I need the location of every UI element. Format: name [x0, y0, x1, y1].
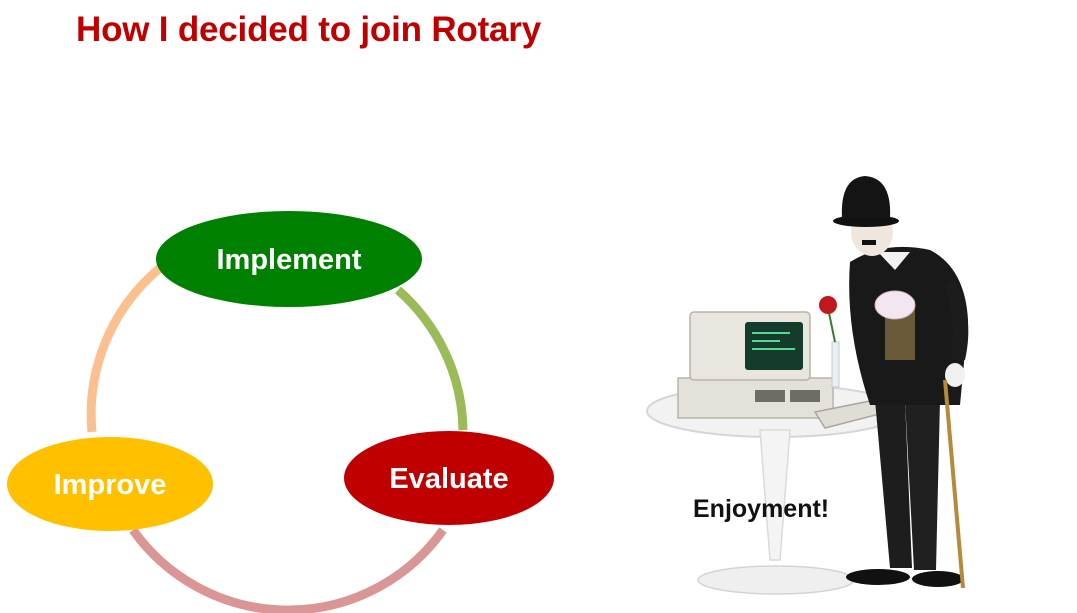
floppy-drive-icon — [755, 390, 785, 402]
node-evaluate-label: Evaluate — [389, 463, 508, 495]
monitor-screen — [745, 322, 803, 370]
slide-title: How I decided to join Rotary — [76, 10, 541, 49]
rose-icon — [819, 296, 837, 314]
figure-cane — [943, 379, 965, 589]
figure-glove — [945, 363, 965, 387]
node-improve-label: Improve — [54, 469, 167, 501]
figure-shoe — [846, 569, 910, 585]
flower-vase — [831, 341, 840, 388]
arc-evaluate-improve — [129, 527, 447, 613]
figure-shoe — [912, 571, 964, 587]
floppy-drive-icon — [790, 390, 820, 402]
node-evaluate: Evaluate — [344, 431, 554, 525]
node-evaluate-shape — [344, 431, 554, 525]
node-implement-label: Implement — [216, 244, 361, 276]
figure-legs — [875, 400, 912, 568]
table-stem — [759, 429, 791, 561]
figure-moustache — [862, 240, 876, 245]
table-base — [697, 565, 855, 595]
node-improve-shape — [7, 437, 213, 531]
node-implement-shape — [156, 211, 422, 307]
arc-improve-implement — [86, 264, 163, 433]
figure-glove — [874, 290, 916, 320]
arc-implement-evaluate — [395, 286, 468, 431]
node-implement: Implement — [156, 211, 422, 307]
enjoyment-caption: Enjoyment! — [693, 495, 830, 523]
figure-hat — [841, 176, 891, 218]
node-improve: Improve — [7, 437, 213, 531]
